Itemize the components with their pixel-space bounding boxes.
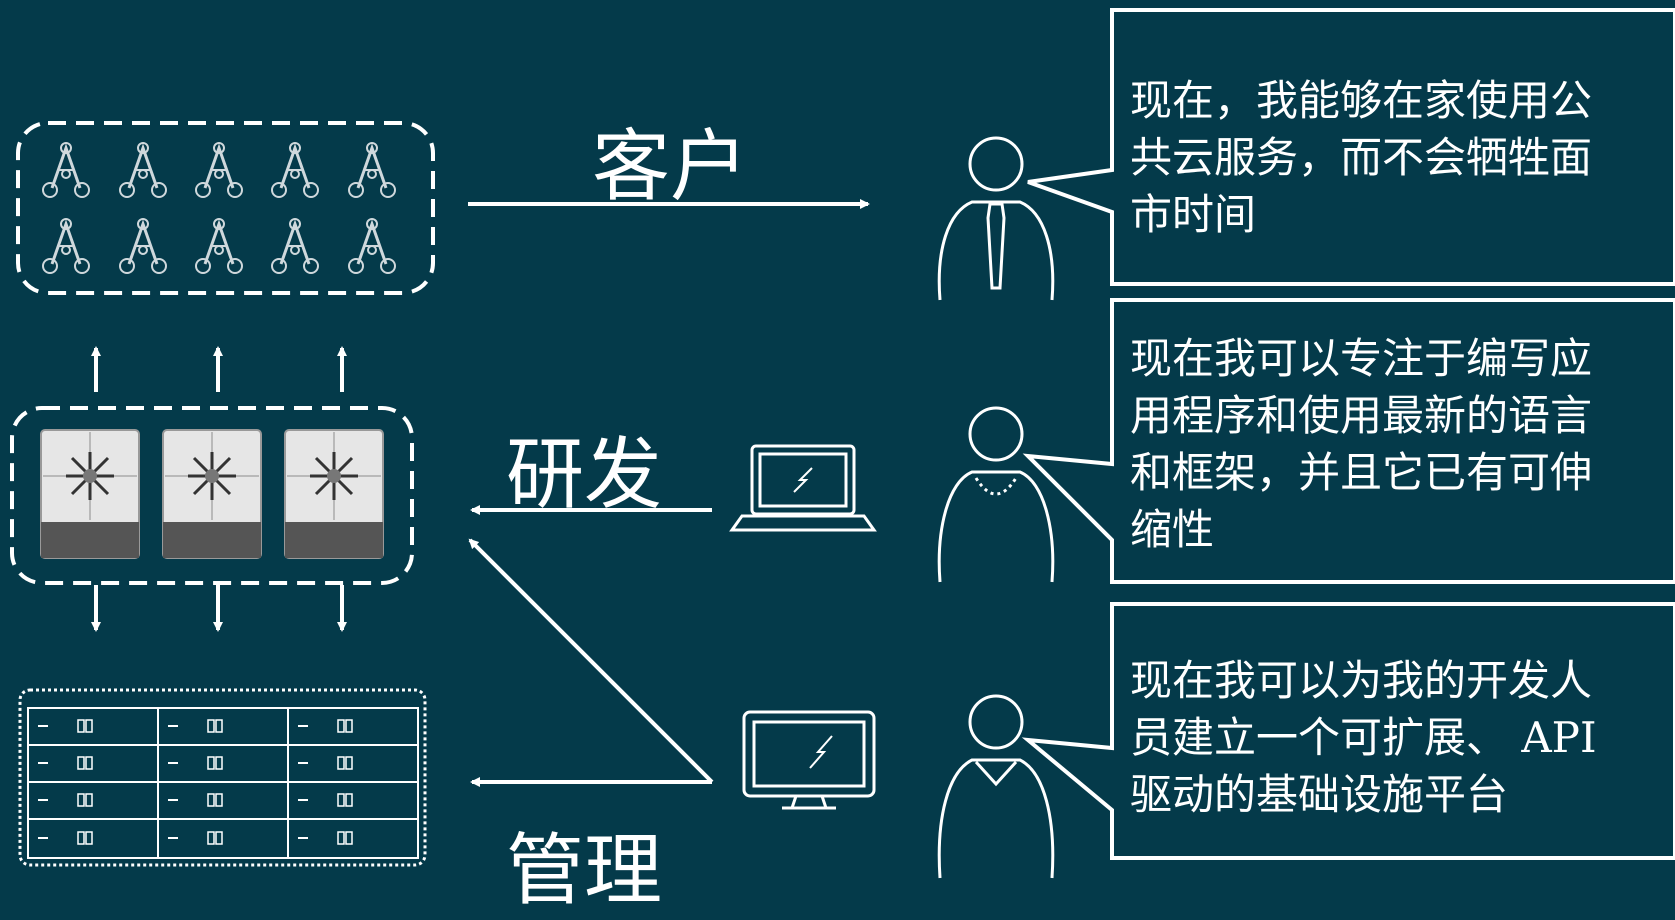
person-v-neck-icon [937,694,1055,879]
app-instances-border [16,121,435,295]
management-quote-line: 员建立一个可扩展、 API [1130,713,1597,762]
developer-quote: 现在我可以专注于编写应 用程序和使用最新的语言 和框架，并且它已有可伸 缩性 [1130,330,1592,558]
management-to-servers-arrow [468,538,714,784]
monitor-icon [742,710,876,810]
laptop-icon [729,444,877,532]
customer-quote-line: 市时间 [1130,190,1257,239]
management-label: 管理 [506,826,663,916]
up-arrows [91,346,347,392]
customer-quote-line: 共云服务，而不会牺牲面 [1130,133,1593,182]
customer-speech-bubble [1027,8,1675,286]
person-with-necklace-icon [937,406,1055,583]
diagram-canvas [10,8,1675,879]
developer-quote-line: 现在我可以专注于编写应 [1130,334,1593,383]
customer-quote: 现在，我能够在家使用公 共云服务，而不会牺牲面 市时间 [1130,72,1592,243]
developer-quote-line: 缩性 [1130,505,1215,554]
customer-label: 客户 [592,122,749,212]
developer-quote-line: 和框架，并且它已有可伸 [1130,448,1593,497]
developer-quote-line: 用程序和使用最新的语言 [1130,391,1593,440]
app-instance-icon [41,141,397,275]
customer-quote-line: 现在，我能够在家使用公 [1130,76,1593,125]
management-quote-line: 现在我可以为我的开发人 [1130,656,1593,705]
management-quote-line: 驱动的基础设施平台 [1130,770,1509,819]
storage-rack-icon [18,688,427,867]
server-switch-icon [39,428,385,560]
app-instances-group [16,121,435,295]
server-group [10,406,414,585]
management-speech-bubble [1021,602,1675,860]
management-quote: 现在我可以为我的开发人 员建立一个可扩展、 API 驱动的基础设施平台 [1130,652,1597,823]
developer-label: 研发 [506,430,663,520]
person-with-tie-icon [937,136,1055,301]
server-group-border [10,406,414,585]
flow-arrows [468,199,870,787]
down-arrows [91,585,347,632]
developer-speech-bubble [1022,298,1675,584]
